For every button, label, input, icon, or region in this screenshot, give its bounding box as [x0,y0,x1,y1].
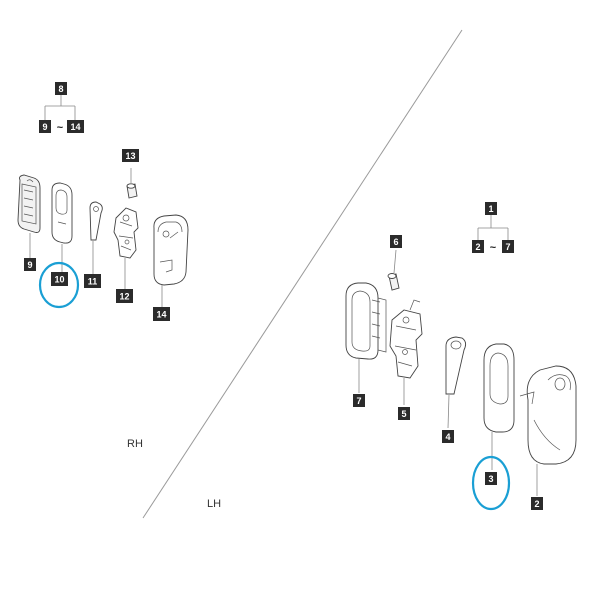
svg-text:7: 7 [505,242,510,252]
callout-12: 12 [116,289,133,303]
callout-9: 9 [24,258,36,271]
part-13-bushing [126,183,138,199]
rh-group-bracket [44,95,76,120]
svg-text:5: 5 [401,409,406,419]
callout-10: 10 [51,272,68,286]
part-2-cover [519,365,577,465]
svg-text:9: 9 [42,122,47,132]
svg-text:14: 14 [70,122,80,132]
side-label-lh: LH [207,498,221,510]
part-14-cover [153,214,189,286]
callout-3: 3 [485,472,497,485]
part-11-lever [89,201,103,241]
svg-text:13: 13 [125,151,135,161]
lh-range-end: 7 [502,240,514,253]
side-label-rh: RH [127,438,143,450]
part-6-pin [387,273,400,291]
callout-6: 6 [390,235,402,248]
rh-range-tilde: ~ [57,122,64,134]
lh-range-start: 2 [472,240,484,253]
part-7-housing [345,282,387,360]
svg-text:11: 11 [88,277,98,287]
rh-range-end: 14 [67,120,84,133]
svg-text:9: 9 [27,260,32,270]
svg-text:12: 12 [119,292,129,302]
callout-11: 11 [84,274,101,288]
svg-text:8: 8 [58,84,63,94]
callout-13: 13 [122,149,139,162]
callout-7: 7 [353,394,365,407]
rh-range-start: 9 [39,120,51,133]
svg-text:10: 10 [54,275,64,285]
part-10-gasket [51,182,73,244]
callout-2: 2 [531,497,543,510]
part-4-lever [445,336,467,395]
part-5-mechanism [389,299,423,379]
svg-text:7: 7 [356,396,361,406]
svg-text:4: 4 [445,432,450,442]
svg-text:1: 1 [488,204,493,214]
callout-1: 1 [485,202,497,215]
svg-text:3: 3 [488,474,493,484]
callout-14: 14 [153,307,170,321]
part-3-gasket [483,343,515,433]
svg-text:14: 14 [156,310,166,320]
lh-range-tilde: ~ [490,242,497,254]
svg-text:2: 2 [534,499,539,509]
highlight-ring-10 [38,261,80,309]
highlight-ring-3 [471,455,511,511]
part-9-housing [17,174,41,233]
callout-5: 5 [398,407,410,420]
svg-text:6: 6 [393,237,398,247]
callout-8: 8 [55,82,67,95]
section-divider [142,29,463,519]
lh-group-bracket [477,215,509,240]
part-12-mechanism [113,207,139,259]
svg-text:2: 2 [475,242,480,252]
callout-4: 4 [442,430,454,443]
